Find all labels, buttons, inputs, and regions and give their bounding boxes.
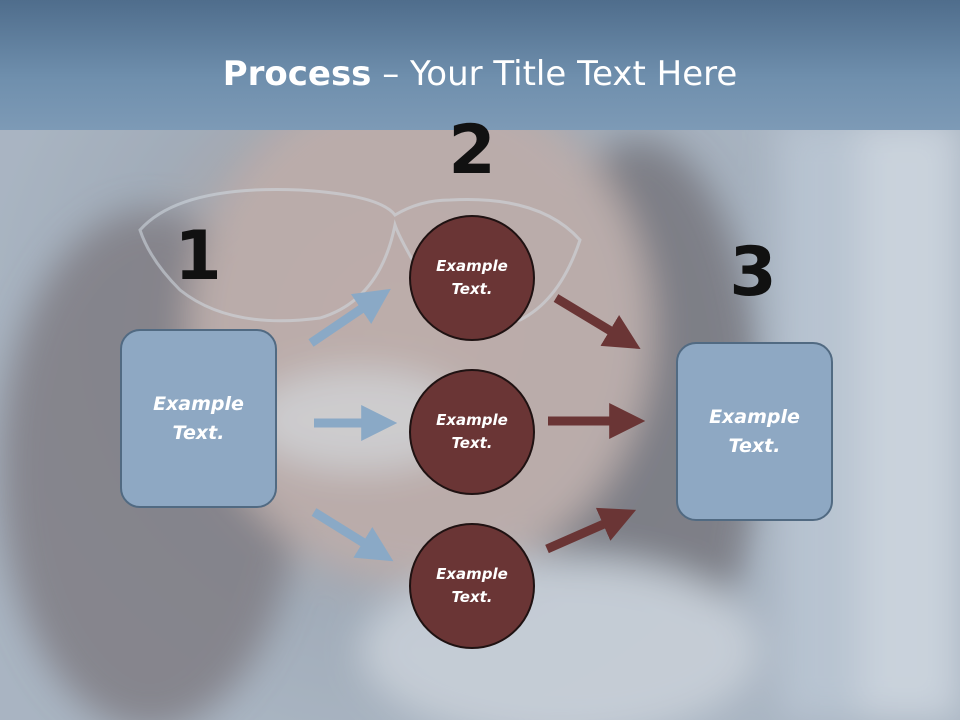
title-bold: Process <box>222 54 372 94</box>
arrow-right-icon <box>308 288 391 347</box>
arrow-right-icon <box>553 294 641 350</box>
step-2-circle-top[interactable]: Example Text. <box>409 215 535 341</box>
slide-title: Process – Your Title Text Here <box>0 52 960 96</box>
step-1-text: Example Text. <box>153 392 244 444</box>
step-2-circle-middle-text: Example Text. <box>436 411 508 452</box>
title-band <box>0 0 960 130</box>
step-2-circle-top-text: Example Text. <box>436 257 508 298</box>
step-3-text: Example Text. <box>709 405 800 457</box>
step-3-number: 3 <box>729 233 777 312</box>
step-3-box[interactable]: Example Text. <box>676 342 833 521</box>
step-2-number: 2 <box>448 111 496 190</box>
arrow-right-icon <box>311 508 394 562</box>
title-rest: – Your Title Text Here <box>371 54 738 94</box>
step-2-circle-bottom-text: Example Text. <box>436 565 508 606</box>
step-2-circle-middle[interactable]: Example Text. <box>409 369 535 495</box>
arrow-right-icon <box>545 507 637 554</box>
step-1-box[interactable]: Example Text. <box>120 329 277 508</box>
step-2-circle-bottom[interactable]: Example Text. <box>409 523 535 649</box>
step-1-number: 1 <box>174 217 222 296</box>
